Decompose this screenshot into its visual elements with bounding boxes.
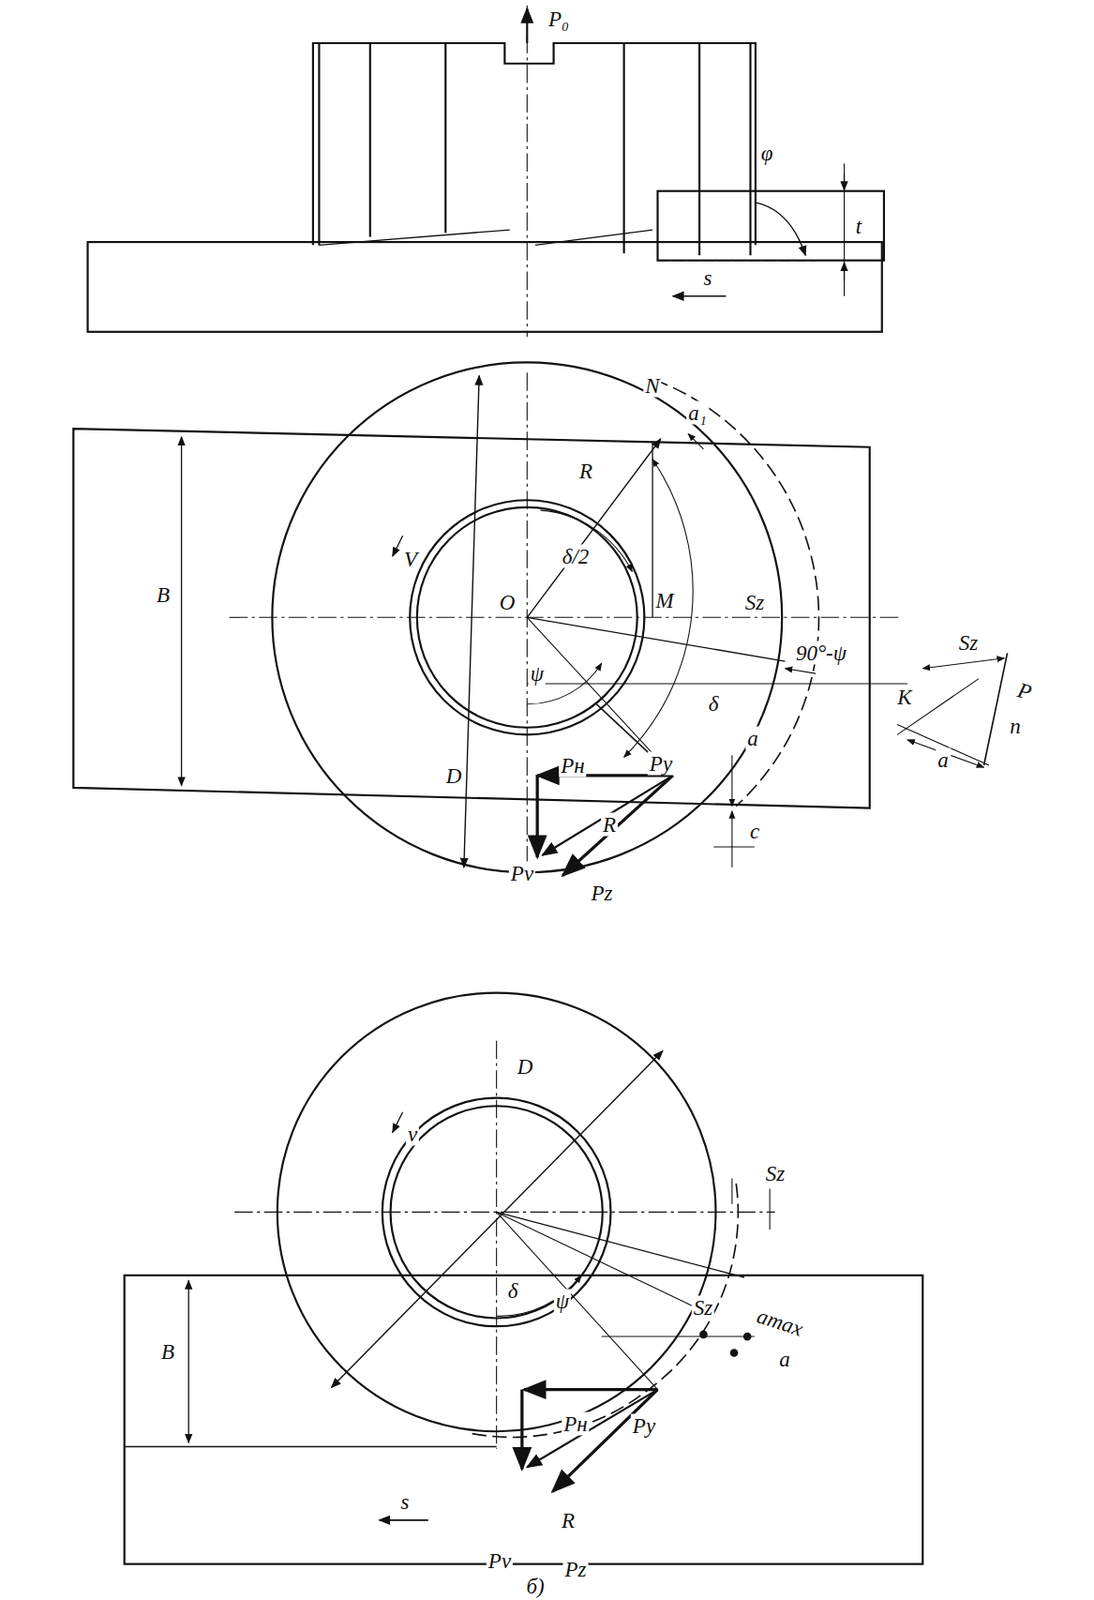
drawing-label: Py [647,751,675,776]
drawing-label: δ [706,691,721,716]
drawing-label: P [1013,677,1036,705]
drawing-label: Pz [563,1557,589,1581]
drawing-label: Sz [691,1295,715,1319]
drawing-label: 90°-ψ [794,641,849,665]
drawing-label: a [745,726,761,750]
drawing-label: a₁ [686,401,709,425]
drawing-label: a [935,748,951,772]
drawing-label: ψ [554,1288,571,1313]
drawing-label: M [653,588,675,613]
drawing-label: D [515,1054,536,1079]
drawing-label: D [444,764,465,788]
drawing-label: R [559,1508,577,1532]
drawing-label: a [777,1347,793,1371]
drawing-label: Pн [561,1411,589,1436]
drawing-label: Pz [589,881,615,905]
drawing-label: R [600,812,618,837]
drawing-label: δ/2 [560,544,592,569]
drawing-label: Py [630,1413,658,1438]
drawing-label: s [702,266,715,290]
drawing-label: c [748,819,762,843]
drawing-label: Pн [558,753,586,778]
drawing-label: P₀ [546,7,571,31]
drawing-label: V [402,547,420,571]
drawing-label: Pv [509,861,536,885]
drawing-label: б) [524,1573,546,1597]
drawing-label: Sz [764,1161,787,1185]
drawing-label: s [399,1489,412,1514]
drawing-label: v [405,1122,420,1146]
drawing-label: Sz [957,630,980,655]
drawing-label: B [154,583,172,607]
drawing-label: n [1007,714,1023,738]
drawing-label: Pv [486,1548,513,1573]
drawing-label: amax [752,1303,809,1341]
drawing-label: B [159,1339,177,1364]
drawing-label: ψ [528,661,546,686]
drawing-label: δ [506,1278,521,1303]
drawing-label: t [854,214,864,239]
drawing-label: R [577,459,595,483]
drawing-label: φ [759,141,776,165]
drawing-label: N [643,374,661,398]
drawing-label: O [497,590,518,615]
drawing-label: K [895,685,914,709]
drawing-label: Sz [743,590,766,615]
